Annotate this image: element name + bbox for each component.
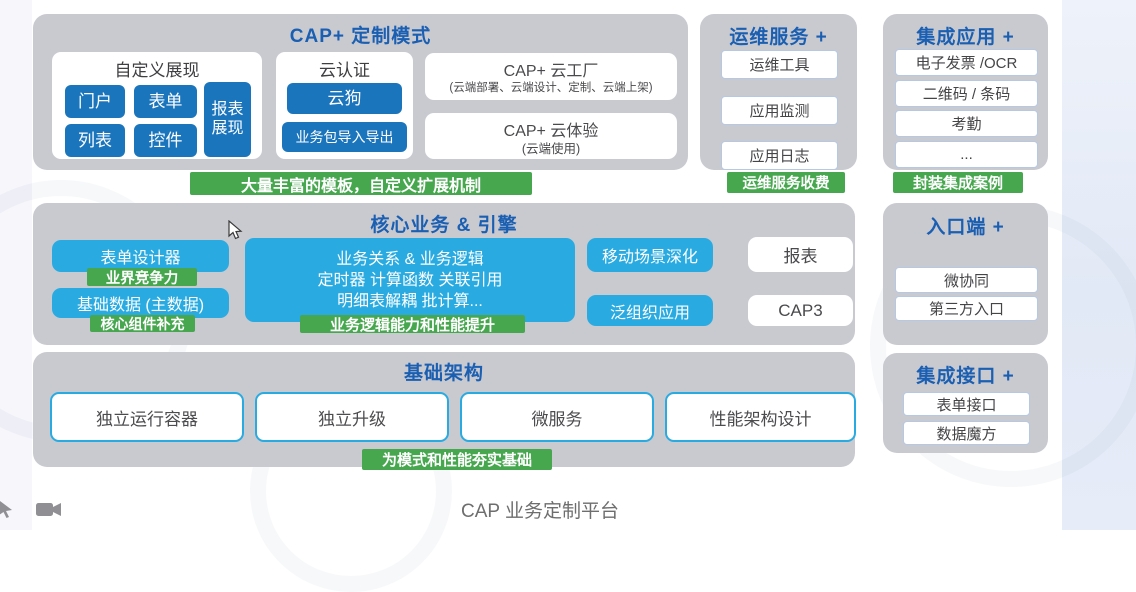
- form-button: 表单: [134, 85, 197, 118]
- cloud-factory-title: CAP+ 云工厂: [503, 63, 599, 80]
- infrastructure-tagline: 为模式和性能夯实基础: [362, 449, 552, 470]
- base-data-button: 基础数据 (主数据): [52, 288, 229, 318]
- package-import-export-button: 业务包导入导出: [282, 122, 407, 152]
- cap3-box: CAP3: [748, 295, 853, 326]
- core-business-title: 核心业务 & 引擎: [370, 215, 518, 236]
- pointer-icon: [0, 501, 12, 518]
- cloud-factory-subtitle: (云端部署、云端设计、定制、云端上架): [449, 82, 653, 94]
- ops-service-title: 运维服务 +: [729, 27, 828, 48]
- form-designer-button: 表单设计器: [52, 240, 229, 272]
- widget-button: 控件: [134, 124, 197, 157]
- panel-core-business: 核心业务 & 引擎 表单设计器 业界竞争力 基础数据 (主数据) 核心组件补充 …: [33, 203, 855, 345]
- integration-api-item: 表单接口: [903, 392, 1030, 416]
- logic-engine-tag: 业务逻辑能力和性能提升: [300, 315, 525, 334]
- logic-engine-line2: 定时器 计算函数 关联引用: [317, 271, 503, 289]
- custom-display-title: 自定义展现: [114, 61, 200, 80]
- panel-integrated-apps: 集成应用 + 电子发票 /OCR 二维码 / 条码 考勤 ...: [883, 14, 1048, 170]
- panel-custom-mode-title: CAP+ 定制模式: [289, 26, 432, 47]
- entry-item: 微协同: [895, 267, 1038, 293]
- infrastructure-title: 基础架构: [403, 363, 484, 384]
- cloud-dog-button: 云狗: [287, 83, 402, 114]
- mobile-deepening-button: 移动场景深化: [587, 238, 713, 272]
- cloud-auth-card: 云认证 云狗 业务包导入导出: [276, 52, 413, 159]
- logic-engine-line3: 明细表解耦 批计算...: [337, 292, 483, 310]
- form-designer-tag: 业界竞争力: [87, 268, 197, 287]
- page-title: CAP 业务定制平台: [460, 501, 619, 522]
- entry-title: 入口端 +: [926, 217, 1005, 238]
- integrated-apps-title: 集成应用 +: [916, 27, 1015, 48]
- pan-org-app-button: 泛组织应用: [587, 295, 713, 326]
- logic-engine-box: 业务关系 & 业务逻辑 定时器 计算函数 关联引用 明细表解耦 批计算...: [245, 238, 575, 322]
- entry-item: 第三方入口: [895, 296, 1038, 321]
- report-box: 报表: [748, 237, 853, 272]
- integrated-app-item: 二维码 / 条码: [895, 80, 1038, 107]
- integrated-app-item: ...: [895, 141, 1038, 168]
- logic-engine-line1: 业务关系 & 业务逻辑: [336, 250, 484, 268]
- cloud-experience-card: CAP+ 云体验 (云端使用): [425, 113, 677, 159]
- integrated-apps-tagline: 封装集成案例: [893, 172, 1023, 193]
- infrastructure-item: 独立升级: [255, 392, 449, 442]
- panel-entry: 入口端 + 微协同 第三方入口: [883, 203, 1048, 345]
- list-button: 列表: [65, 124, 125, 157]
- report-display-button: 报表展现: [204, 82, 251, 157]
- ops-item: 运维工具: [721, 50, 838, 79]
- integration-api-title: 集成接口 +: [916, 366, 1015, 387]
- infrastructure-item: 性能架构设计: [665, 392, 856, 442]
- integrated-app-item: 电子发票 /OCR: [895, 49, 1038, 76]
- panel-custom-mode: CAP+ 定制模式 自定义展现 门户 表单 列表 控件 报表展现 云认证 云狗 …: [33, 14, 688, 170]
- custom-display-card: 自定义展现 门户 表单 列表 控件 报表展现: [52, 52, 262, 159]
- ops-item: 应用日志: [721, 141, 838, 170]
- cloud-experience-subtitle: (云端使用): [521, 142, 581, 156]
- base-data-tag: 核心组件补充: [90, 315, 195, 332]
- cloud-experience-title: CAP+ 云体验: [503, 123, 599, 140]
- custom-mode-tagline: 大量丰富的模板，自定义扩展机制: [190, 172, 532, 195]
- panel-integration-api: 集成接口 + 表单接口 数据魔方: [883, 353, 1048, 453]
- cloud-auth-title: 云认证: [319, 61, 370, 80]
- infrastructure-item: 独立运行容器: [50, 392, 244, 442]
- ops-service-tagline: 运维服务收费: [727, 172, 845, 193]
- video-camera-icon[interactable]: [36, 501, 62, 518]
- mouse-cursor: [228, 220, 243, 240]
- cloud-factory-card: CAP+ 云工厂 (云端部署、云端设计、定制、云端上架): [425, 53, 677, 100]
- integrated-app-item: 考勤: [895, 110, 1038, 137]
- ops-item: 应用监测: [721, 96, 838, 125]
- integration-api-item: 数据魔方: [903, 421, 1030, 445]
- infrastructure-item: 微服务: [460, 392, 654, 442]
- portal-button: 门户: [65, 85, 125, 118]
- panel-ops-service: 运维服务 + 运维工具 应用监测 应用日志: [700, 14, 857, 170]
- panel-infrastructure: 基础架构 独立运行容器 独立升级 微服务 性能架构设计: [33, 352, 856, 467]
